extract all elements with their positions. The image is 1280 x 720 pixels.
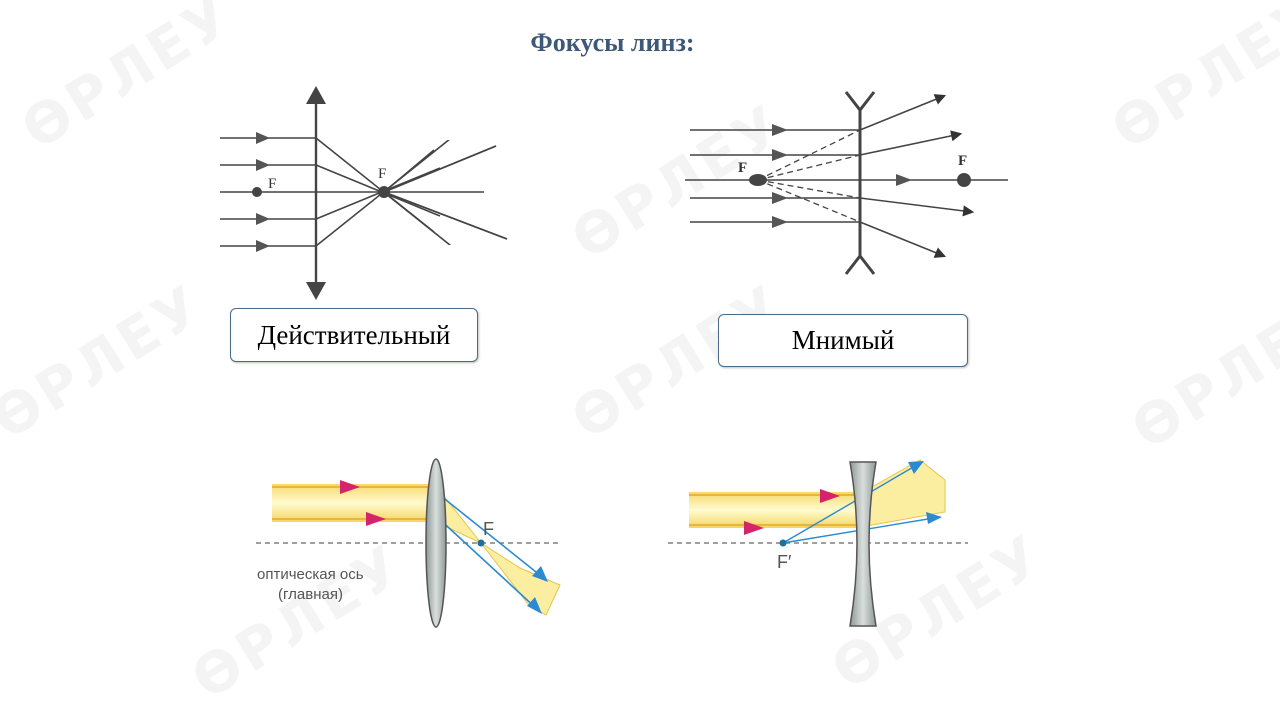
focus-point-left (252, 187, 262, 197)
ray-arrow-icon (744, 521, 764, 535)
ray-arrow-icon (366, 512, 386, 526)
ray-arrow-icon (926, 512, 942, 524)
focus-point (477, 539, 485, 547)
focus-label-left: F (738, 160, 747, 176)
virtual-focus-label: Мнимый (718, 314, 968, 367)
focus-point-right (378, 186, 390, 198)
mask (440, 245, 520, 305)
axis-label-line1: оптическая ось (257, 566, 364, 583)
focus-label-right: F (378, 166, 386, 182)
slide-title: Фокусы линз: (530, 28, 695, 57)
converging-beam-diagram (256, 458, 561, 628)
focus-label-left: F (268, 176, 276, 192)
mask (440, 80, 520, 140)
convex-lens (425, 458, 447, 628)
real-focus-label: Действительный (230, 308, 478, 362)
concave-lens (849, 461, 877, 627)
ray-arrow-icon (820, 489, 840, 503)
diverging-beam-diagram (668, 459, 968, 627)
ray-arrow-icon (908, 461, 924, 474)
focus-label: F (483, 519, 494, 539)
ray-arrow-icon (532, 566, 548, 582)
focus-label: F′ (777, 552, 792, 572)
ray-arrow-icon (527, 597, 542, 614)
ray-arrow-icon (340, 480, 360, 494)
diverging-lens-diagram (685, 91, 1008, 275)
axis-label-line2: (главная) (278, 586, 343, 603)
virtual-focus-point (749, 174, 767, 186)
focus-point-far (957, 173, 971, 187)
virtual-focus-point (779, 539, 787, 547)
light-beam (272, 484, 436, 522)
focus-label-right: F (958, 153, 967, 169)
